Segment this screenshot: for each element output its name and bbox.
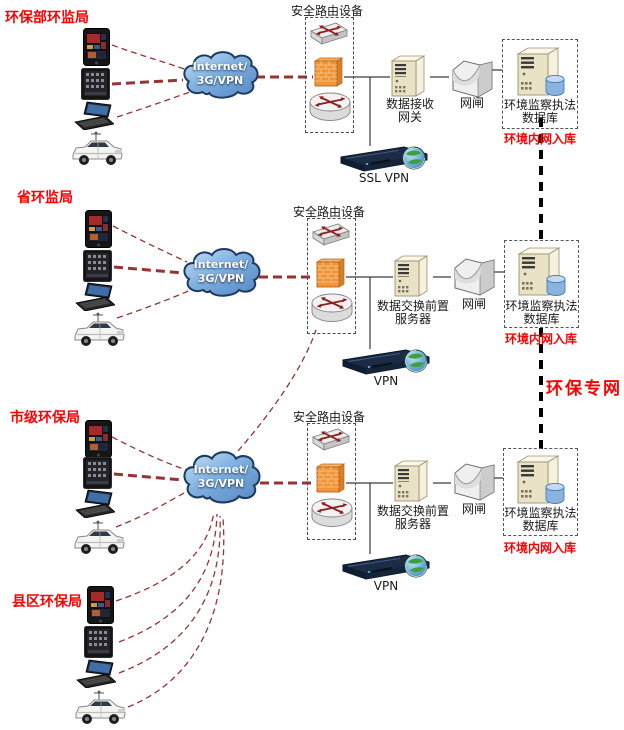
enforcement-vehicle-icon	[71, 131, 123, 168]
link-t3cloud-t2router	[237, 329, 317, 452]
private-network-label: 环保专网	[546, 379, 622, 399]
link-t2-tablet-cloud	[113, 265, 184, 275]
link-t3-vehicle-cloud	[115, 490, 189, 528]
vpn-appliance-icon	[340, 553, 432, 580]
firewall-icon	[316, 257, 346, 290]
internal-storage-note: 环境内网入库	[503, 132, 576, 146]
firewall-icon	[314, 56, 344, 89]
org-label-city: 市级环保局	[10, 410, 80, 426]
internal-storage-note: 环境内网入库	[503, 541, 576, 555]
vpn-label: VPN	[373, 374, 399, 388]
database-server-icon	[516, 454, 566, 506]
laptop-icon	[74, 101, 114, 130]
enforcement-vehicle-icon	[74, 690, 126, 727]
server-icon	[393, 460, 433, 503]
security-router-box	[305, 17, 354, 133]
router-icon	[308, 90, 352, 123]
internal-storage-note: 环境内网入库	[504, 332, 577, 346]
smartphone-icon	[87, 586, 114, 624]
firewall-icon	[316, 462, 346, 495]
database-label: 环境监察执法数据库	[505, 299, 578, 327]
database-label: 环境监察执法数据库	[504, 506, 577, 534]
org-label-ministry: 环保部环监局	[5, 10, 89, 26]
cloud-label: Internet/3G/VPN	[193, 463, 249, 490]
link-t2-vehicle-cloud	[116, 288, 194, 319]
server-label: 数据接收网关	[385, 97, 434, 125]
switch-icon	[309, 20, 349, 52]
link-t1-phone-cloud	[111, 44, 188, 71]
cloud-label: Internet/3G/VPN	[192, 60, 248, 87]
database-group	[502, 39, 578, 129]
isolation-gate-label: 网闸	[461, 297, 486, 311]
link-t3-phone-cloud	[111, 436, 187, 471]
isolation-gate-icon	[451, 458, 497, 502]
database-server-icon	[516, 46, 566, 98]
security-router-title: 安全路由设备	[293, 410, 366, 424]
database-group	[504, 240, 579, 328]
vpn-label: SSL VPN	[358, 171, 410, 185]
laptop-icon	[75, 489, 115, 518]
smartphone-icon	[85, 210, 112, 248]
server-icon	[390, 55, 430, 98]
tablet-icon	[84, 626, 113, 658]
link-t1-tablet-cloud	[111, 78, 184, 86]
laptop-icon	[75, 282, 115, 311]
tablet-icon	[83, 457, 112, 489]
switch-icon	[311, 221, 351, 253]
server-icon	[393, 255, 433, 298]
cloud-label: Internet/3G/VPN	[193, 258, 249, 285]
isolation-gate-label: 网闸	[461, 502, 486, 516]
vpn-appliance-icon	[338, 145, 430, 172]
enforcement-vehicle-icon	[73, 520, 125, 557]
isolation-gate-label: 网闸	[459, 96, 484, 110]
vpn-label: VPN	[373, 579, 399, 593]
router-icon	[310, 291, 354, 324]
switch-icon	[311, 426, 351, 458]
link-t2-phone-cloud	[112, 225, 188, 263]
org-label-province: 省环监局	[17, 190, 73, 206]
org-label-county: 县区环保局	[12, 594, 82, 610]
security-router-title: 安全路由设备	[291, 4, 364, 18]
server-label: 数据交换前置服务器	[376, 504, 449, 532]
enforcement-vehicle-icon	[73, 312, 125, 349]
tablet-icon	[81, 68, 110, 100]
database-server-icon	[517, 246, 567, 298]
isolation-gate-icon	[451, 253, 497, 297]
security-router-title: 安全路由设备	[293, 205, 366, 219]
link-t4-laptop-t3cloud	[118, 515, 221, 674]
database-label: 环境监察执法数据库	[503, 98, 576, 126]
security-router-box	[307, 423, 356, 540]
link-t1-laptop-cloud	[116, 91, 191, 118]
isolation-gate-icon	[449, 55, 495, 99]
link-t4-tablet-t3cloud	[118, 513, 218, 643]
database-group	[503, 448, 578, 536]
link-t4-vehicle-t3cloud	[127, 517, 225, 708]
laptop-icon	[76, 659, 116, 688]
vpn-appliance-icon	[340, 348, 432, 375]
security-router-box	[307, 218, 356, 334]
link-t3-tablet-cloud	[113, 472, 184, 482]
smartphone-icon	[85, 420, 112, 458]
server-label: 数据交换前置服务器	[376, 299, 449, 327]
tablet-icon	[83, 250, 112, 282]
link-t4-phone-t3cloud	[115, 511, 215, 602]
smartphone-icon	[83, 28, 110, 66]
router-icon	[310, 496, 354, 529]
